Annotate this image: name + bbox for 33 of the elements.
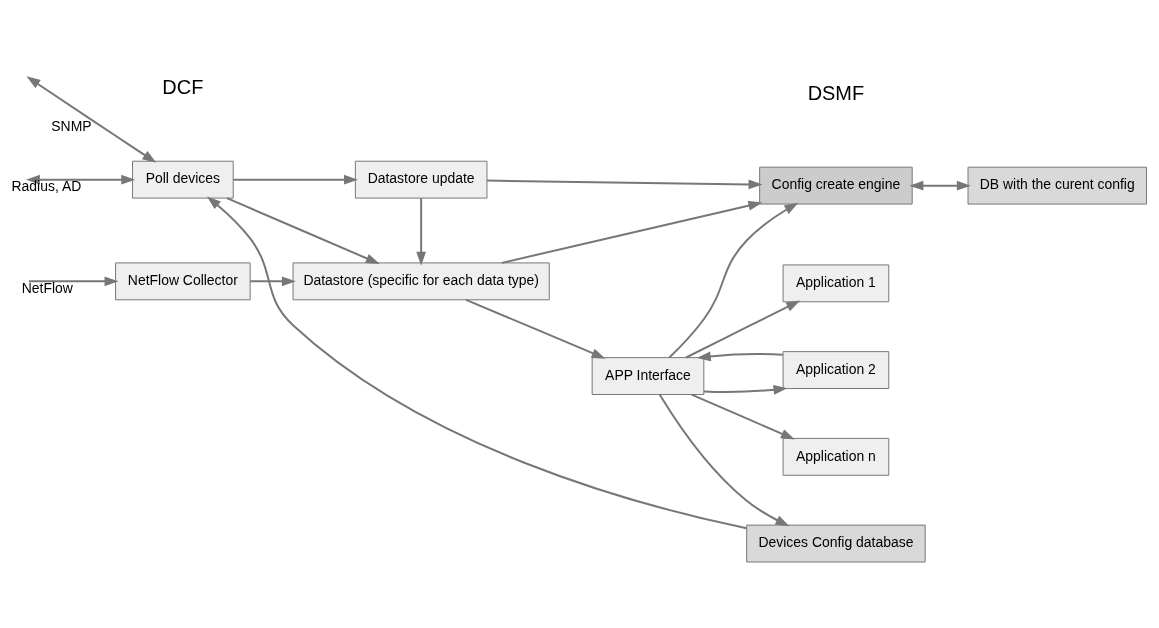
arrow [696,351,784,361]
arrow [690,393,795,439]
node-box: APP Interface [591,356,705,395]
arrow [500,200,763,264]
edge-label: SNMP [51,117,92,134]
node-box: Devices Config database [746,524,926,562]
arrow [232,174,358,185]
arrow [909,180,971,191]
node-box: Application 2 [782,350,890,389]
arrow [26,75,157,163]
node-box: DB with the curent config [967,166,1147,205]
node-box: Poll devices [132,160,234,199]
edge-label: Radius, AD [11,177,82,194]
arrow [685,300,801,358]
arrow [658,393,790,526]
node-box: Application n [782,437,890,476]
arrow [703,384,788,395]
arrow [27,275,119,286]
node-box: Application 1 [782,263,890,302]
arrow [668,202,799,358]
arrow [465,298,606,359]
node-box: NetFlow Collector [115,261,251,300]
node-box: Config create engine [759,166,913,205]
arrow [249,275,296,286]
arrow [416,196,427,266]
label: DCF [162,75,204,98]
arrow [207,195,748,529]
edge-label: NetFlow [21,279,73,296]
label: DSMF [807,81,865,104]
arrow [486,179,763,189]
node-box: Datastore update [354,160,488,199]
arrow [225,196,380,264]
node-box: Datastore (specific for each data type) [292,261,550,300]
